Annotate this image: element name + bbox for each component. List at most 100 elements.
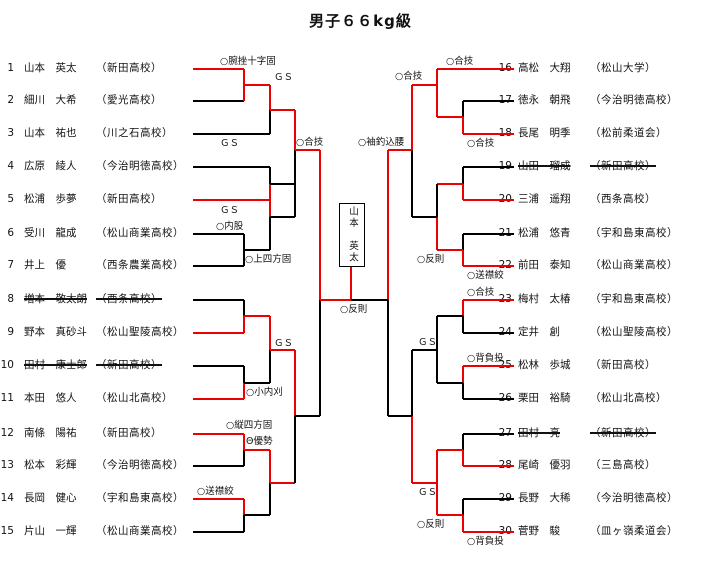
entrant-number: 14: [0, 492, 14, 504]
entrant-school: （松山商業高校）: [96, 525, 184, 537]
match-note: Θ優勢: [246, 436, 273, 447]
match-note: ○内股: [216, 221, 244, 232]
match-note: ○反則: [340, 304, 368, 315]
entrant-school: （松山大学）: [590, 62, 656, 74]
entrant-name: 田村 康士郎: [24, 359, 87, 371]
entrant-name: 松林 歩城: [518, 359, 571, 371]
match-note: ○送襟絞: [197, 486, 234, 497]
entrant-name: 定井 創: [518, 326, 560, 338]
entrant-name: 松本 彩輝: [24, 459, 77, 471]
entrant-name: 山本 英太: [24, 62, 77, 74]
entrant-school: （宇和島東高校）: [96, 492, 184, 504]
entrant-school: （新田高校）: [590, 427, 656, 439]
entrant-name: 田村 亮: [518, 427, 560, 439]
match-note: ○背負投: [467, 353, 504, 364]
entrant-school: （宇和島東高校）: [590, 227, 678, 239]
entrant-name: 野本 真砂斗: [24, 326, 87, 338]
match-note: ○合技: [467, 138, 495, 149]
entrant-school: （新田高校）: [590, 359, 656, 371]
entrant-school: （新田高校）: [590, 160, 656, 172]
match-note: ○合技: [467, 287, 495, 298]
entrant-name: 栗田 裕騎: [518, 392, 571, 404]
match-note: ○合技: [395, 71, 423, 82]
entrant-number: 3: [7, 127, 14, 139]
entrant-name: 松浦 歩夢: [24, 193, 77, 205]
entrant-name: 片山 一輝: [24, 525, 77, 537]
entrant-school: （松山商業高校）: [590, 259, 678, 271]
entrant-row: 8 増本 敬太朗 （西条高校）: [0, 292, 216, 306]
page-title: 男子６６kg級: [309, 12, 412, 30]
match-note: ○袖釣込腰: [358, 137, 405, 148]
entrant-number: 15: [0, 525, 14, 537]
entrant-name: 三浦 遥翔: [518, 193, 571, 205]
entrant-name: 高松 大翔: [518, 62, 571, 74]
match-note: ○合技: [296, 137, 324, 148]
match-note: ○背負投: [467, 536, 504, 547]
entrant-row: 5 松浦 歩夢 （新田高校）: [0, 192, 216, 206]
entrant-number: 12: [0, 427, 14, 439]
match-note: ○合技: [446, 56, 474, 67]
entrant-school: （松前柔道会）: [590, 127, 667, 139]
entrant-row: 9 野本 真砂斗 （松山聖陵高校）: [0, 325, 216, 339]
match-note: ○上四方固: [245, 254, 292, 265]
entrant-school: （松山北高校）: [96, 392, 173, 404]
entrant-school: （西条高校）: [590, 193, 656, 205]
entrant-number: 10: [0, 359, 14, 371]
entrant-row: 10 田村 康士郎 （新田高校）: [0, 358, 216, 372]
entrant-number: 8: [7, 293, 14, 305]
entrant-row: 15 片山 一輝 （松山商業高校）: [0, 524, 216, 538]
entrant-name: 増本 敬太朗: [24, 293, 87, 305]
entrant-school: （松山聖陵高校）: [96, 326, 184, 338]
entrant-school: （新田高校）: [96, 359, 162, 371]
match-note: ○腕挫十字固: [220, 56, 276, 67]
entrant-school: （三島高校）: [590, 459, 656, 471]
champion-box: 山本 英太: [339, 203, 365, 267]
entrant-number: 5: [7, 193, 14, 205]
entrant-school: （松山聖陵高校）: [590, 326, 678, 338]
entrant-name: 梅村 太椿: [518, 293, 571, 305]
entrant-name: 松浦 悠青: [518, 227, 571, 239]
entrant-number: 7: [7, 259, 14, 271]
entrant-school: （皿ヶ嶺柔道会）: [590, 525, 678, 537]
entrant-name: 井上 優: [24, 259, 66, 271]
entrant-name: 南條 陽祐: [24, 427, 77, 439]
entrant-number: 9: [7, 326, 14, 338]
entrant-school: （新田高校）: [96, 427, 162, 439]
match-note: ＧＳ: [274, 338, 294, 349]
match-note: ○小内刈: [246, 387, 283, 398]
match-note: ＧＳ: [274, 72, 294, 83]
entrant-school: （宇和島東高校）: [590, 293, 678, 305]
entrant-name: 山田 瑠成: [518, 160, 571, 172]
match-note: ＧＳ: [418, 337, 438, 348]
entrant-school: （西条高校）: [96, 293, 162, 305]
entrant-name: 長野 大稀: [518, 492, 571, 504]
entrant-school: （今治明徳高校）: [590, 94, 678, 106]
entrant-number: 13: [0, 459, 14, 471]
entrant-name: 徳永 朝飛: [518, 94, 571, 106]
entrant-school: （新田高校）: [96, 193, 162, 205]
entrant-name: 尾崎 優羽: [518, 459, 571, 471]
entrant-school: （新田高校）: [96, 62, 162, 74]
entrant-name: 受川 龍成: [24, 227, 77, 239]
entrant-name: 長尾 明季: [518, 127, 571, 139]
match-note: ＧＳ: [418, 487, 438, 498]
